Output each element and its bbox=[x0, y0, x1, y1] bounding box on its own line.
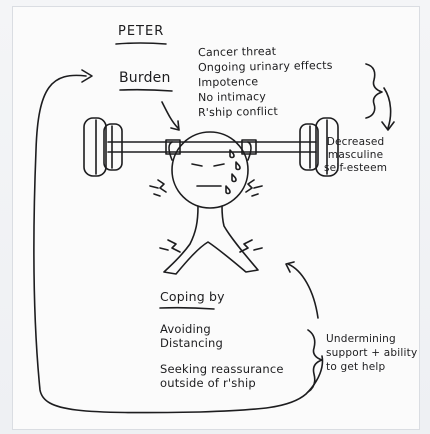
outcome-line: masculine bbox=[324, 149, 387, 162]
shake-marks-left bbox=[160, 240, 180, 252]
esteem-arrow bbox=[384, 88, 391, 128]
outcome-text: Decreased masculine self-esteem bbox=[324, 136, 387, 175]
figure-right-arm bbox=[248, 142, 251, 160]
diagram-title: PETER bbox=[118, 24, 164, 39]
outcome-line: self-esteem bbox=[324, 162, 387, 175]
figure-eye-left bbox=[192, 164, 202, 166]
strategy-item: Seeking reassurance bbox=[160, 362, 284, 376]
figure-eye-right bbox=[214, 164, 224, 166]
burden-label: Burden bbox=[119, 70, 171, 86]
coping-strategies: Avoiding Distancing Seeking reassurance … bbox=[160, 322, 284, 390]
burden-underline bbox=[120, 90, 172, 91]
burden-item: R'ship conflict bbox=[198, 103, 333, 120]
left-weight-outer bbox=[84, 118, 106, 176]
title-underline bbox=[116, 43, 166, 44]
outcome-line: Decreased bbox=[324, 136, 387, 149]
burden-brace bbox=[366, 64, 382, 118]
shake-marks-right bbox=[240, 240, 262, 252]
burden-to-figure-arrow bbox=[162, 102, 178, 128]
coping-to-figure-arrow bbox=[288, 264, 318, 318]
figure-left-arm bbox=[169, 142, 172, 160]
sweat-drops bbox=[226, 150, 240, 194]
coping-label: Coping by bbox=[160, 289, 225, 304]
strategy-item: Distancing bbox=[160, 336, 284, 350]
consequence-line: to get help bbox=[326, 360, 417, 374]
barbell-bar bbox=[108, 142, 316, 152]
strategy-item: outside of r'ship bbox=[160, 376, 284, 390]
coping-underline bbox=[160, 308, 214, 309]
strategy-item: Avoiding bbox=[160, 322, 284, 336]
strain-marks-left bbox=[150, 180, 166, 196]
consequence-text: Undermining support + ability to get hel… bbox=[326, 332, 417, 374]
burden-list: Cancer threat Ongoing urinary effects Im… bbox=[198, 44, 333, 119]
figure-body bbox=[164, 206, 258, 274]
consequence-line: Undermining bbox=[326, 332, 417, 346]
consequence-line: support + ability bbox=[326, 346, 417, 360]
strain-marks-right bbox=[246, 180, 262, 196]
strategies-brace bbox=[308, 330, 322, 392]
